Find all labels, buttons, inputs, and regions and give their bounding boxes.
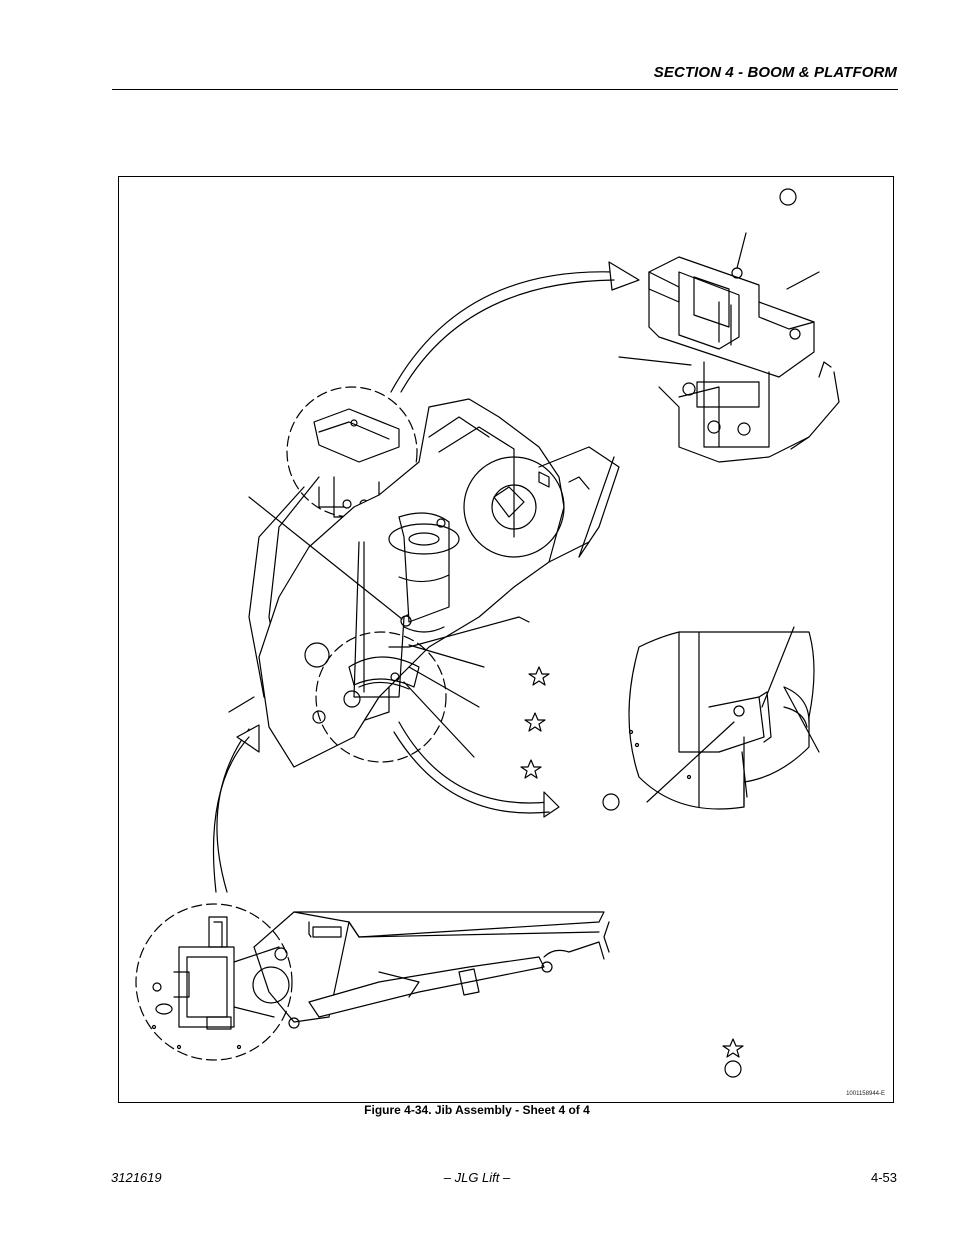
header-rule (112, 89, 898, 90)
arrow-middle (398, 721, 550, 804)
main-jib-assembly (228, 386, 620, 768)
detail-circle-bottom (135, 903, 293, 1061)
callout-circle-top (779, 188, 797, 206)
boom-overview (135, 903, 610, 1061)
footer-doc-number: 3121619 (111, 1170, 162, 1185)
figure-caption: Figure 4-34. Jib Assembly - Sheet 4 of 4 (364, 1103, 590, 1117)
jib-assembly-drawing (135, 188, 840, 1078)
footer-center-text: – JLG Lift – (443, 1170, 511, 1185)
callout-circle-bottom (724, 1060, 742, 1078)
drawing-number: 1001158944-E (846, 1091, 885, 1097)
section-header-title: SECTION 4 - BOOM & PLATFORM (653, 64, 897, 81)
arrow-top (390, 271, 615, 393)
detail-circle-lower (315, 631, 447, 763)
arrow-bottom (216, 728, 250, 893)
detail-circle-upper (286, 386, 418, 518)
callout-circle-middle (602, 793, 620, 811)
detail-bracket-top (618, 232, 840, 463)
detail-right-middle (628, 626, 820, 810)
torque-star-markers (520, 666, 744, 1058)
figure-frame: 1001158944-E (118, 176, 894, 1103)
footer-page-number: 4-53 (870, 1170, 897, 1185)
